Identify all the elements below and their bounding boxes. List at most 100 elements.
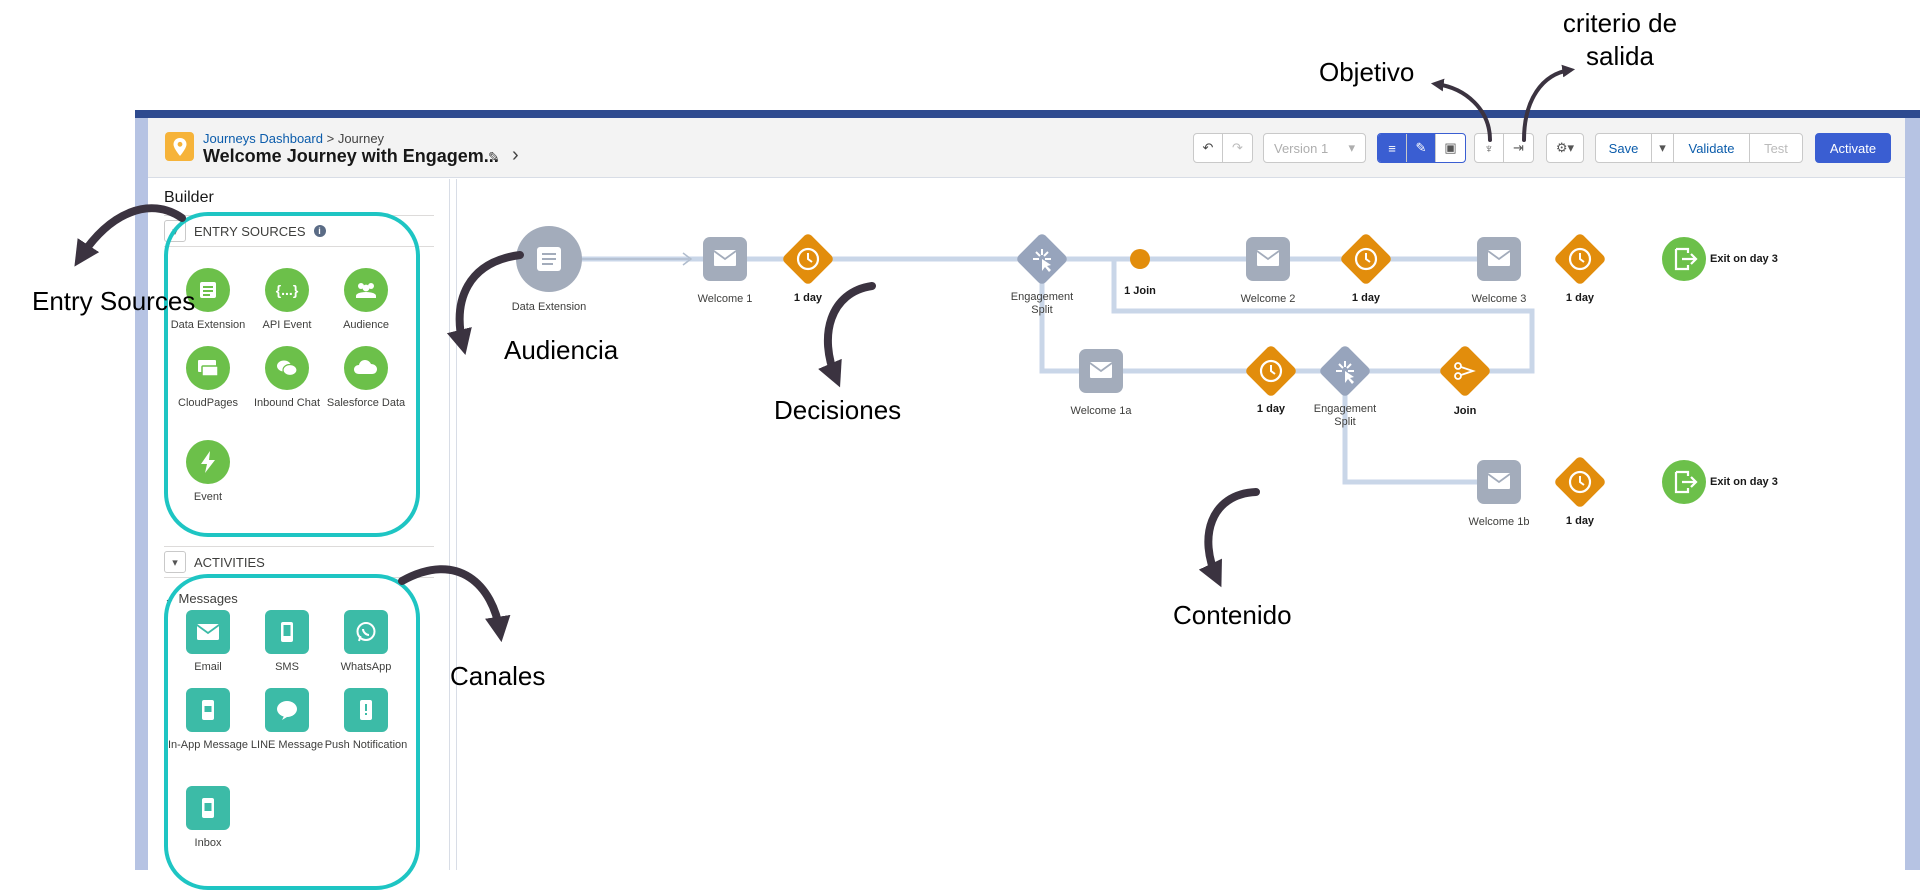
save-group: Save ▾ Validate Test (1595, 133, 1803, 163)
filter-icon[interactable]: ≡ (1378, 134, 1407, 162)
save-menu-chevron-icon[interactable]: ▾ (1652, 134, 1674, 162)
breadcrumb-journeys-dashboard[interactable]: Journeys Dashboard (203, 131, 323, 146)
join-node[interactable] (1438, 344, 1492, 398)
entry-cloudpages-label: CloudPages (178, 397, 238, 409)
annotation-objetivo: Objetivo (1319, 57, 1415, 87)
label-wait-1: 1 day (793, 292, 823, 304)
journey-canvas: Data Extension Welcome 1 1 day Engagemen… (456, 179, 1905, 870)
edit-title-pencil-icon[interactable]: ✎ (488, 149, 500, 165)
label-welcome-1a: Welcome 1a (1070, 405, 1132, 417)
info-icon[interactable]: i (313, 225, 326, 237)
label-entry: Data Extension (511, 301, 587, 313)
entry-sources-highlight (164, 212, 420, 537)
version-select[interactable]: Version 1 ▾ (1263, 133, 1366, 163)
breadcrumb-current: Journey (337, 131, 385, 146)
entry-inbound-chat-label: Inbound Chat (253, 397, 321, 409)
join-dot[interactable] (1130, 249, 1150, 269)
redo-icon[interactable]: ↷ (1232, 140, 1243, 155)
annotation-audiencia: Audiencia (504, 335, 619, 365)
pencil-mode-icon[interactable]: ✎ (1407, 134, 1436, 162)
activate-button[interactable]: Activate (1815, 133, 1891, 163)
breadcrumb: Journeys Dashboard > Journey (203, 131, 384, 146)
settings-gear-icon[interactable]: ⚙▾ (1546, 133, 1584, 163)
label-wait-1b: 1 day (1565, 515, 1595, 527)
entry-audience[interactable]: Audience (324, 268, 408, 332)
braces-icon: {...} (265, 268, 309, 312)
mobile-phone-icon (265, 610, 309, 654)
activity-in-app-message[interactable]: In-App Message (166, 688, 250, 752)
validate-button[interactable]: Validate (1674, 134, 1750, 162)
wait-node-1b[interactable] (1553, 455, 1607, 509)
messages-mode-icon[interactable]: ▣ (1444, 140, 1457, 155)
email-node-welcome-3[interactable] (1477, 237, 1521, 281)
breadcrumb-separator: > (326, 131, 335, 146)
line-bubble-icon (265, 688, 309, 732)
wait-node-1[interactable] (781, 232, 835, 286)
exit-node-1[interactable] (1662, 237, 1706, 281)
entry-salesforce-data[interactable]: Salesforce Data (324, 346, 408, 410)
engagement-split-node-2[interactable] (1318, 344, 1372, 398)
entry-data-extension-label: Data Extension (170, 319, 246, 331)
label-exit-2: Exit on day 3 (1710, 476, 1778, 488)
branch-path-2 (1342, 371, 1497, 485)
annotation-canales: Canales (450, 661, 546, 691)
engagement-split-node-1[interactable] (1015, 232, 1069, 286)
email-node-welcome-2[interactable] (1246, 237, 1290, 281)
entry-cloudpages[interactable]: CloudPages (166, 346, 250, 410)
journey-flow-graph (516, 226, 1706, 509)
test-button[interactable]: Test (1764, 140, 1788, 156)
activity-line-message[interactable]: LINE Message (245, 688, 329, 752)
email-node-welcome-1[interactable] (703, 237, 747, 281)
label-wait-2: 1 day (1351, 292, 1381, 304)
annotation-criterio-de-salida: criterio de salida (1562, 8, 1678, 72)
in-app-message-icon (186, 688, 230, 732)
entry-api-event-label: API Event (262, 319, 312, 331)
undo-icon[interactable]: ↶ (1194, 134, 1223, 162)
annotation-decisiones: Decisiones (774, 395, 902, 425)
entry-arrow (682, 252, 693, 266)
activity-sms-label: SMS (275, 661, 299, 673)
activities-label: ACTIVITIES (194, 554, 265, 570)
wait-node-1a[interactable] (1244, 344, 1298, 398)
push-notification-icon (344, 688, 388, 732)
label-welcome-1: Welcome 1 (697, 293, 753, 305)
entry-inbound-chat[interactable]: Inbound Chat (245, 346, 329, 410)
view-mode-group: ≡ ✎ ▣ (1377, 133, 1466, 163)
label-welcome-2: Welcome 2 (1240, 293, 1296, 305)
journey-title: Welcome Journey with Engagem... (203, 146, 499, 166)
undo-redo-group: ↶ ↷ (1193, 133, 1253, 163)
entry-api-event[interactable]: {...} API Event (245, 268, 329, 332)
sidebar-title: Builder (164, 189, 214, 206)
activity-sms[interactable]: SMS (245, 610, 329, 674)
goal-trophy-icon[interactable]: ♆ (1475, 134, 1504, 162)
goal-exit-group: ♆ ⇥ (1474, 133, 1534, 163)
entry-audience-label: Audience (343, 319, 389, 331)
activity-inbox[interactable]: Inbox (166, 786, 250, 850)
annotation-entry-sources: Entry Sources (32, 286, 196, 316)
app-frame-top (135, 110, 1920, 118)
label-wait-3: 1 day (1565, 292, 1595, 304)
wait-node-2[interactable] (1339, 232, 1393, 286)
entry-data-extension[interactable]: Data Extension (166, 268, 250, 332)
email-node-welcome-1a[interactable] (1079, 349, 1123, 393)
activity-email[interactable]: Email (166, 610, 250, 674)
entry-salesforce-data-label: Salesforce Data (326, 397, 406, 409)
exit-node-2[interactable] (1662, 460, 1706, 504)
branch-path-1 (1039, 259, 1535, 374)
chevron-down-icon: ▾ (1348, 140, 1355, 155)
lightning-bolt-icon (186, 440, 230, 484)
annotation-contenido: Contenido (1173, 600, 1292, 630)
email-node-welcome-1b[interactable] (1477, 460, 1521, 504)
activity-whatsapp-label: WhatsApp (340, 661, 392, 673)
chevron-right-icon[interactable]: › (512, 144, 519, 166)
collapse-chevron-icon[interactable]: ▾ (164, 551, 186, 573)
journey-builder-app: Journeys Dashboard > Journey Welcome Jou… (148, 118, 1905, 870)
chat-icon (265, 346, 309, 390)
wait-node-3[interactable] (1553, 232, 1607, 286)
label-split-2: Engagement Split (1313, 403, 1377, 429)
inbox-icon (186, 786, 230, 830)
salesforce-cloud-icon (344, 346, 388, 390)
exit-criteria-icon[interactable]: ⇥ (1513, 140, 1524, 155)
save-button[interactable]: Save (1596, 134, 1652, 162)
activity-push-notification[interactable]: Push Notification (324, 688, 408, 752)
